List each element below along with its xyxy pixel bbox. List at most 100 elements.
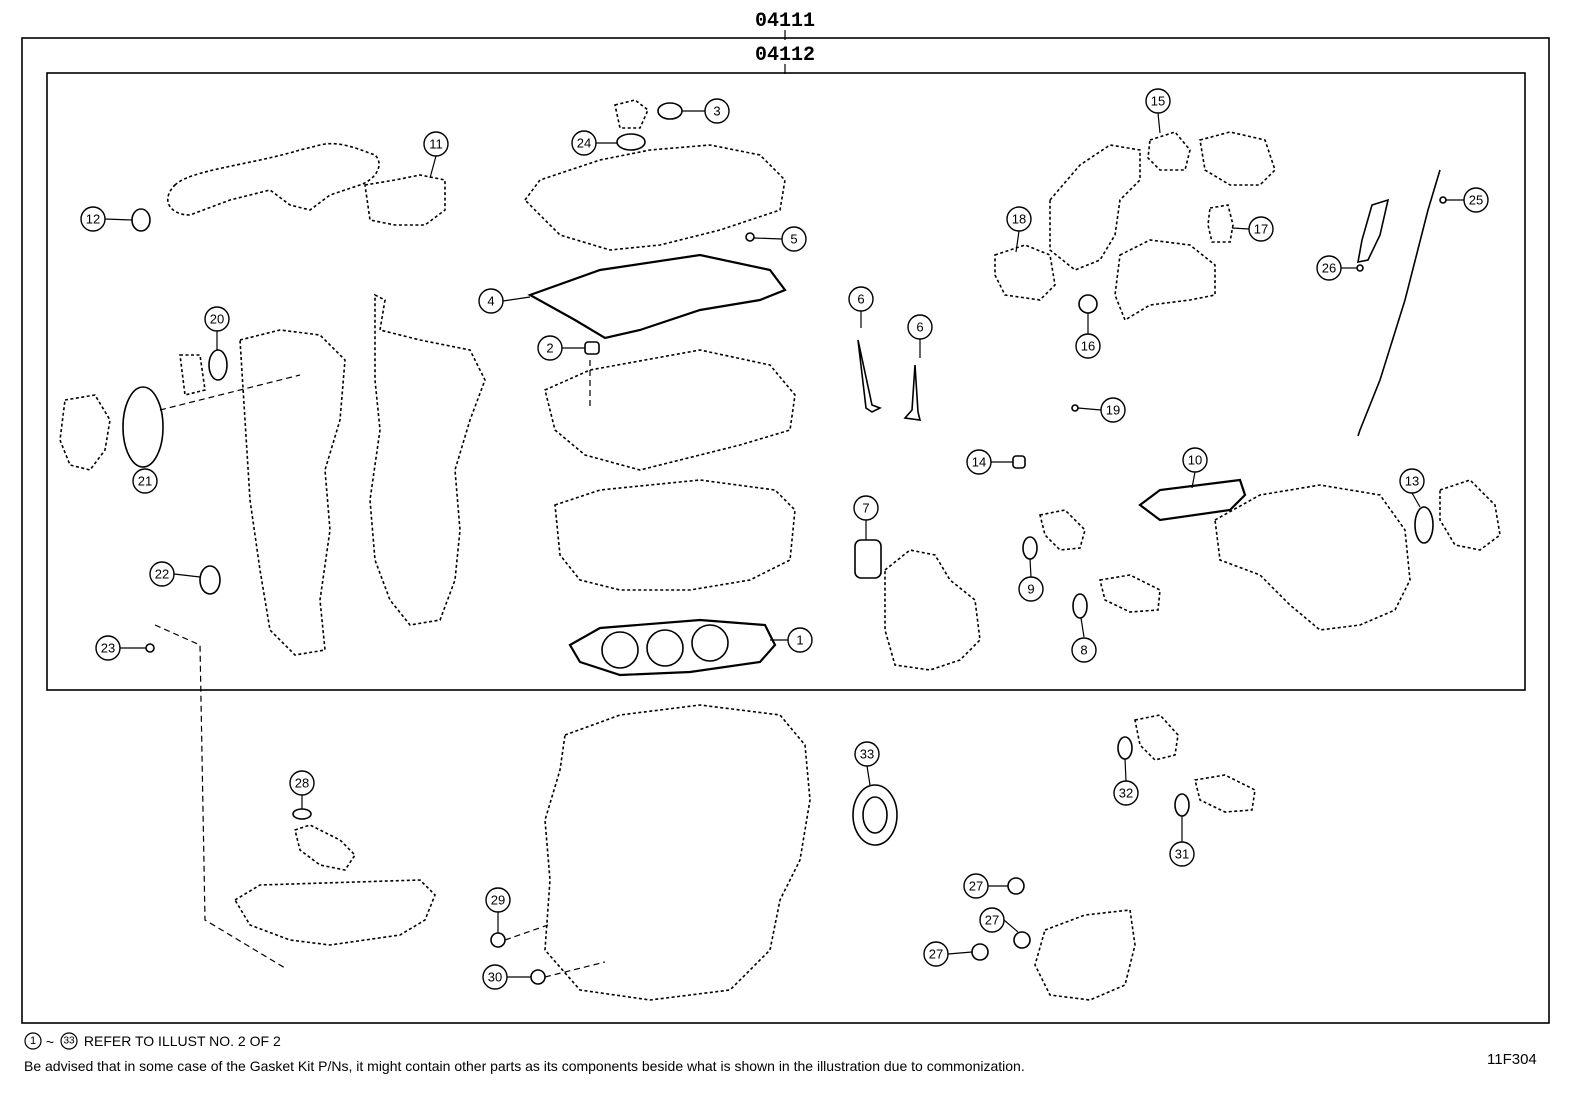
- callout-29: 29: [485, 887, 511, 913]
- svg-text:15: 15: [1151, 94, 1165, 109]
- callout-17: 17: [1248, 216, 1274, 242]
- svg-text:8: 8: [1080, 643, 1087, 658]
- o-ring-16-part: [1078, 294, 1098, 314]
- bracket-part: [179, 354, 206, 396]
- front-seal-part: [199, 565, 221, 595]
- callout-27c: 27: [923, 941, 949, 967]
- inner-group-label: 04112: [755, 44, 815, 67]
- svg-text:22: 22: [155, 567, 169, 582]
- turbo-flange-part: [994, 244, 1056, 301]
- svg-text:21: 21: [138, 474, 152, 489]
- callout-22: 22: [149, 561, 175, 587]
- refer-range-separator: ~: [46, 1034, 54, 1050]
- svg-text:23: 23: [101, 641, 115, 656]
- ring-19-part: [1071, 404, 1079, 412]
- o-ring-30-part: [530, 969, 546, 985]
- callout-14: 14: [966, 449, 992, 475]
- cylinder-block-part: [544, 704, 811, 1001]
- water-inlet-housing-part: [884, 549, 981, 671]
- svg-text:26: 26: [1322, 261, 1336, 276]
- svg-text:17: 17: [1254, 222, 1268, 237]
- callout-32: 32: [1113, 780, 1139, 806]
- clip-27c-part: [971, 943, 989, 961]
- callout-27b: 27: [979, 907, 1005, 933]
- callout-30: 30: [482, 964, 508, 990]
- cylinder-head-gasket-part: [568, 618, 777, 677]
- svg-text:31: 31: [1175, 847, 1189, 862]
- svg-text:32: 32: [1119, 786, 1133, 801]
- callout-1: 1: [787, 627, 813, 653]
- svg-text:27: 27: [985, 913, 999, 928]
- oil-pump-part: [1034, 909, 1136, 1001]
- svg-text:9: 9: [1027, 582, 1034, 597]
- callout-13: 13: [1399, 468, 1425, 494]
- gasket-3-part: [657, 102, 683, 120]
- o-ring-31-part: [1174, 793, 1190, 817]
- svg-text:1: 1: [796, 633, 803, 648]
- callout-28: 28: [289, 770, 315, 796]
- callout-3: 3: [704, 98, 730, 124]
- svg-text:25: 25: [1469, 193, 1483, 208]
- callout-10: 10: [1182, 447, 1208, 473]
- callout-19: 19: [1100, 397, 1126, 423]
- svg-text:30: 30: [488, 970, 502, 985]
- exhaust-manifold-part: [167, 142, 380, 216]
- callout-27a: 27: [963, 873, 989, 899]
- throttle-body-part: [1439, 479, 1501, 551]
- water-outlet-lower-part: [1134, 714, 1179, 761]
- cylinder-head-cover-part: [523, 144, 786, 251]
- svg-text:14: 14: [972, 455, 986, 470]
- o-ring-29-part: [490, 932, 506, 948]
- callout-26: 26: [1316, 255, 1342, 281]
- ring-26-part: [1356, 264, 1364, 272]
- svg-text:18: 18: [1012, 212, 1026, 227]
- intake-manifold-part: [1214, 484, 1411, 631]
- oil-filler-cap-part: [614, 99, 649, 129]
- callout-23: 23: [95, 635, 121, 661]
- callout-5: 5: [781, 226, 807, 252]
- svg-text:13: 13: [1405, 474, 1419, 489]
- cylinder-head-part: [554, 479, 796, 591]
- flange-plate-part: [1147, 131, 1191, 171]
- svg-text:24: 24: [577, 136, 591, 151]
- water-pump-cover-part: [59, 394, 111, 471]
- o-ring-9-part: [1022, 536, 1038, 560]
- callout-31: 31: [1169, 841, 1195, 867]
- refer-note-line: 1 ~ 33 REFER TO ILLUST NO. 2 OF 2: [24, 1031, 281, 1051]
- callout-7: 7: [853, 495, 879, 521]
- o-ring-13-part: [1414, 506, 1434, 544]
- outer-group-label: 04111: [755, 10, 815, 33]
- callout-4: 4: [478, 288, 504, 314]
- turbo-part: [1049, 144, 1141, 271]
- svg-text:28: 28: [295, 776, 309, 791]
- callout-2: 2: [537, 335, 563, 361]
- diagram-code: 11F304: [1487, 1051, 1537, 1068]
- dipstick-part: [1357, 169, 1441, 437]
- water-outlet-part: [1039, 509, 1086, 551]
- callout-25: 25: [1463, 187, 1489, 213]
- inner-group-frame: [46, 72, 1526, 691]
- svg-text:5: 5: [790, 232, 797, 247]
- svg-text:33: 33: [860, 747, 874, 762]
- clip-27b-part: [1013, 931, 1031, 949]
- refer-range-end: 33: [63, 1036, 75, 1047]
- head-cover-gasket-part: [527, 253, 787, 340]
- svg-text:10: 10: [1188, 453, 1202, 468]
- ring-25-part: [1439, 196, 1447, 204]
- callout-11: 11: [423, 131, 449, 157]
- svg-text:29: 29: [491, 893, 505, 908]
- turbo-outlet-part: [1199, 131, 1276, 186]
- callout-24: 24: [571, 130, 597, 156]
- outer-group-frame: [21, 37, 1550, 1024]
- o-ring-20-part: [208, 349, 228, 381]
- callout-21: 21: [132, 468, 158, 494]
- ring-5-part: [745, 232, 755, 242]
- seal-24-part: [616, 133, 646, 151]
- timing-cover-part: [239, 329, 346, 656]
- svg-text:7: 7: [862, 501, 869, 516]
- crankshaft-rear-seal-part: [852, 784, 898, 846]
- callout-12: 12: [80, 206, 106, 232]
- intake-manifold-gasket-part: [1138, 478, 1247, 522]
- timing-chain-cover-part: [369, 293, 486, 626]
